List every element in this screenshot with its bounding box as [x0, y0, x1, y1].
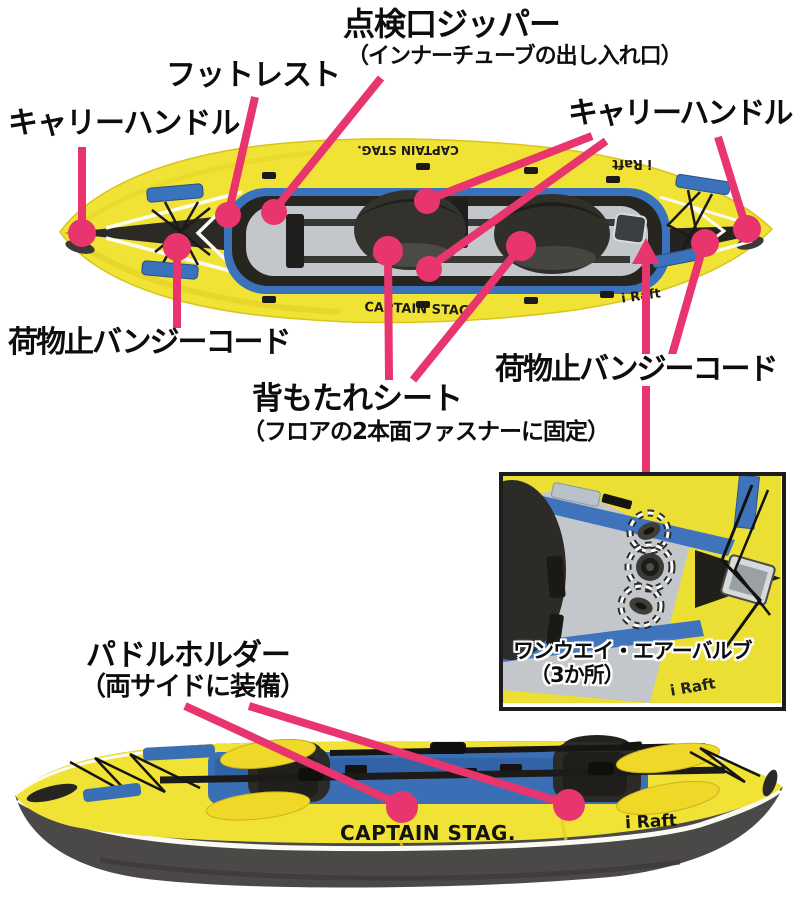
- side-view-kayak: CAPTAIN STAG. i Raft: [14, 735, 783, 888]
- label-bungee-right: 荷物止バンジーコード: [493, 352, 779, 387]
- label-carry-handle-right: キャリーハンドル: [568, 96, 793, 131]
- label-air-valve-count: （3か所）: [530, 663, 625, 687]
- valve-inset-photo: i Raft: [503, 476, 781, 703]
- label-footrest: フットレスト: [166, 58, 341, 93]
- seat-front: [354, 190, 466, 270]
- brand-iraft-topview: i Raft: [620, 286, 661, 306]
- brand-iraft-sideview: i Raft: [625, 811, 678, 834]
- valve-highlight-circles: [617, 509, 676, 630]
- valve-inset-frame: [499, 472, 786, 711]
- label-paddle-holder: パドルホルダー: [86, 638, 291, 673]
- label-bungee-left: 荷物止バンジーコード: [8, 325, 291, 360]
- label-paddle-holder-sub: （両サイドに装備）: [80, 672, 306, 702]
- label-inspection-zipper-sub: （インナーチューブの出し入れ口）: [347, 44, 683, 69]
- brand-iraft-topdeck: i Raft: [612, 156, 652, 171]
- label-backrest-seat: 背もたれシート: [252, 381, 463, 417]
- brand-captain-stag-topdeck: CAPTAIN STAG.: [357, 143, 459, 157]
- label-backrest-seat-sub: （フロアの2本面ファスナーに固定）: [242, 419, 610, 445]
- seat-rear: [494, 194, 610, 274]
- brand-captain-stag-sideview: CAPTAIN STAG.: [340, 821, 516, 845]
- side-stern-bungee: [621, 741, 778, 797]
- top-view-kayak: CAPTAIN STAG. i Raft CAPTAIN STAG i Raft: [59, 138, 774, 324]
- air-valves: [629, 522, 664, 615]
- label-carry-handle-left: キャリーハンドル: [8, 106, 240, 141]
- label-inspection-zipper: 点検口ジッパー: [343, 5, 561, 43]
- label-air-valve: ワンウエイ・エアーバルブ: [513, 639, 753, 663]
